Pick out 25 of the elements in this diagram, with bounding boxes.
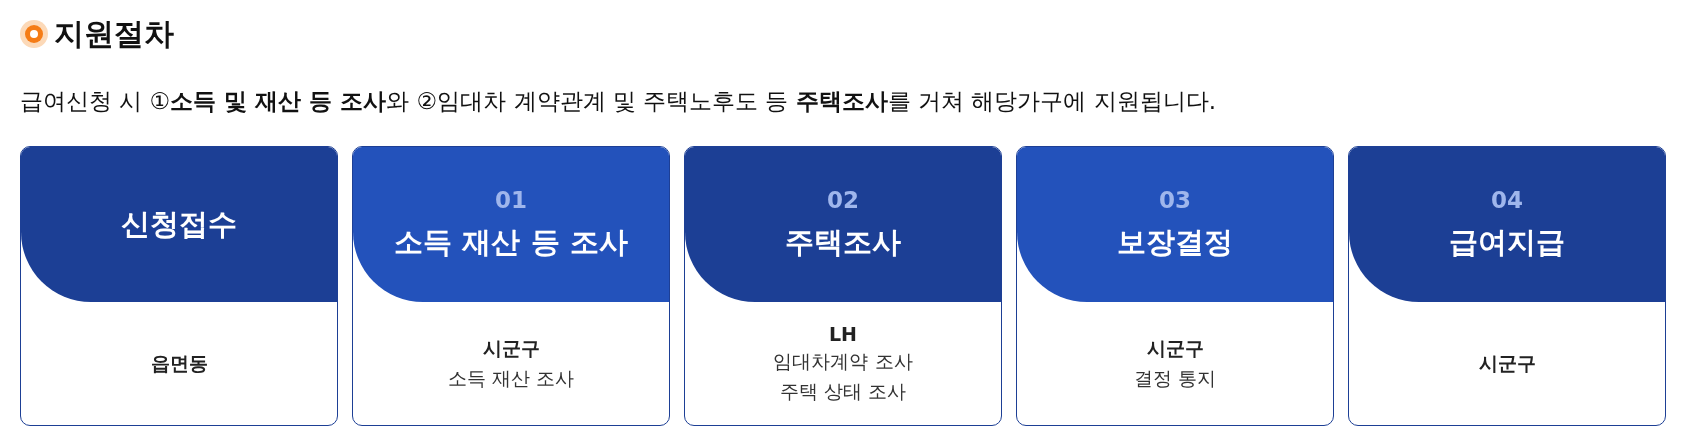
step-card (352, 146, 670, 426)
task-text: 임대차계약 조사 (773, 349, 913, 374)
step-card (20, 146, 338, 426)
section-title: 지원절차 (54, 15, 174, 53)
task-text: 결정 통지 (1133, 366, 1216, 391)
step-title: 주택조사 (785, 223, 901, 261)
task-text: 주택 상태 조사 (779, 379, 907, 404)
agency-name: 시군구 (1146, 336, 1204, 361)
agency-name: 시군구 (482, 336, 540, 361)
step-number: 02 (827, 186, 859, 213)
step-number: 04 (1491, 186, 1523, 213)
step-number: 01 (495, 186, 527, 213)
step-title: 신청접수 (121, 205, 237, 243)
agency-name: LH (829, 323, 857, 345)
step-card (684, 146, 1002, 426)
step-number: 03 (1159, 186, 1191, 213)
step-title: 보장결정 (1117, 223, 1233, 261)
agency-name: 시군구 (1478, 351, 1536, 376)
task-text: 소득 재산 조사 (447, 366, 575, 391)
step-card (1348, 146, 1666, 426)
step-card (1016, 146, 1334, 426)
step-title: 소득 재산 등 조사 (394, 223, 628, 261)
agency-name: 읍면동 (150, 351, 208, 376)
step-title: 급여지급 (1449, 223, 1565, 261)
description-text: 급여신청 시 ①소득 및 재산 등 조사와 ②임대차 계약관계 및 주택노후도 등 주택조사를 거쳐 해당가구에 지원됩니다. (20, 87, 1217, 116)
